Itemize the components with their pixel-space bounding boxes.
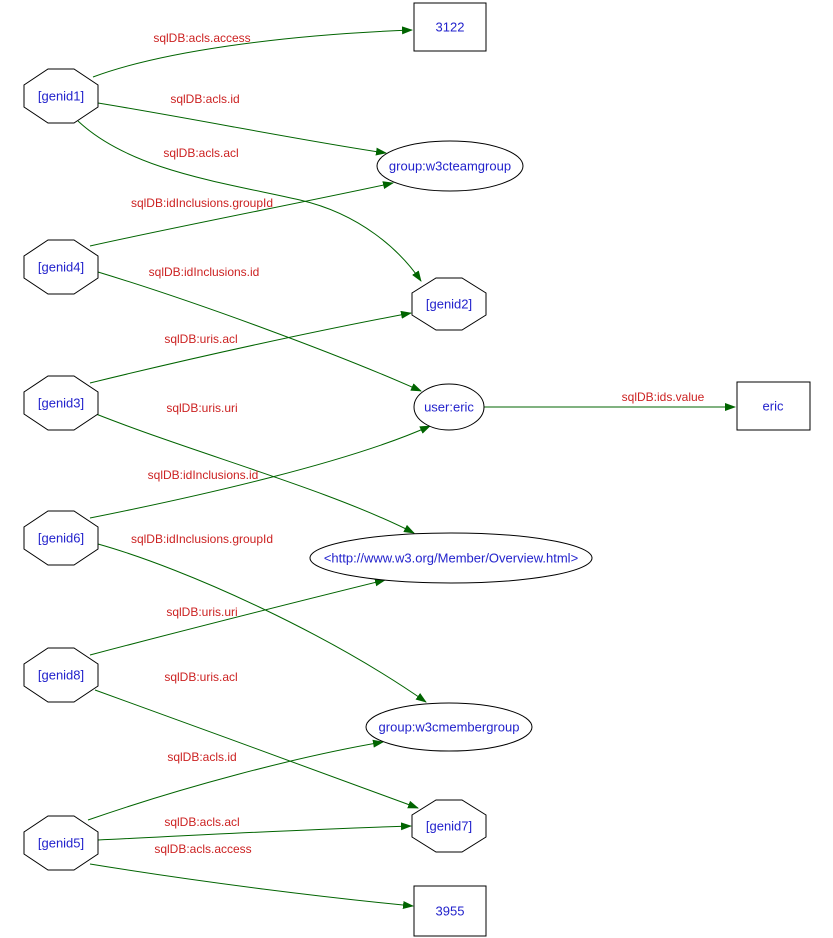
node-shape-genid4 bbox=[23, 239, 99, 295]
node-shape-w3cmembergroup bbox=[365, 702, 533, 752]
node-shape-overview bbox=[309, 532, 593, 584]
edge-genid6-w3cmembergroup bbox=[97, 543, 427, 703]
node-shape-genid6 bbox=[23, 510, 99, 566]
node-shape-genid3 bbox=[23, 375, 99, 431]
edge-genid1-3122 bbox=[92, 26, 413, 78]
node-shape-w3cteamgroup bbox=[376, 140, 524, 192]
edge-genid5-w3cmembergroup bbox=[87, 739, 384, 821]
node-shape-eric bbox=[736, 381, 811, 431]
node-shape-genid8 bbox=[23, 647, 99, 703]
nodes-layer bbox=[23, 2, 811, 937]
edge-genid4-w3cteamgroup bbox=[89, 181, 394, 247]
edge-genid3-overview bbox=[95, 413, 415, 534]
edge-genid1-genid2 bbox=[77, 120, 422, 282]
edge-genid6-usereric bbox=[89, 425, 431, 519]
node-shape-genid1 bbox=[23, 68, 99, 124]
node-shape-usereric bbox=[413, 383, 485, 431]
edge-genid1-w3cteamgroup bbox=[97, 102, 387, 156]
edge-genid8-overview bbox=[89, 578, 386, 656]
edge-genid8-genid7 bbox=[94, 689, 419, 809]
node-shape-genid5 bbox=[23, 815, 99, 871]
edge-genid5-3955 bbox=[89, 863, 414, 910]
edge-genid4-usereric bbox=[97, 271, 422, 392]
edge-genid5-genid7 bbox=[97, 822, 412, 841]
node-shape-3955 bbox=[413, 885, 487, 937]
edge-genid3-genid2 bbox=[89, 310, 412, 384]
edges-layer bbox=[77, 26, 736, 910]
node-shape-3122 bbox=[413, 2, 487, 52]
node-shape-genid7 bbox=[411, 799, 487, 853]
node-shape-genid2 bbox=[411, 277, 487, 331]
